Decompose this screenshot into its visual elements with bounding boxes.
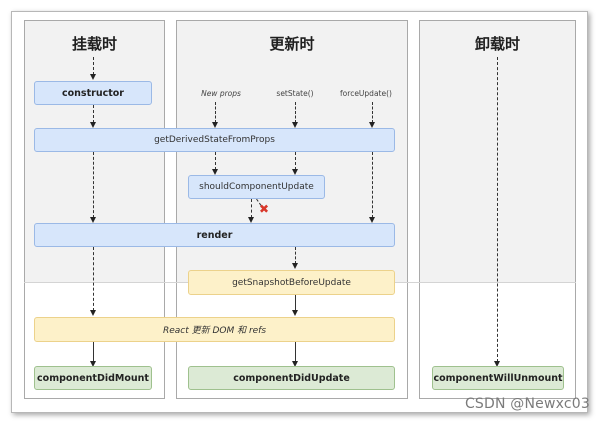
arrowhead <box>494 361 500 367</box>
arrowhead <box>292 122 298 128</box>
arrowhead <box>292 169 298 175</box>
edge-derived-render-mount <box>93 152 94 218</box>
edge-setstate-derived <box>295 102 296 123</box>
trigger-force-update: forceUpdate() <box>340 89 392 98</box>
arrowhead <box>369 122 375 128</box>
node-component-did-mount: componentDidMount <box>34 366 152 390</box>
edge-forceupdate-derived <box>372 102 373 123</box>
edge-derived-should-a <box>215 152 216 170</box>
edge-render-dom-mount <box>93 247 94 311</box>
arrowhead <box>369 217 375 223</box>
edge-should-render <box>251 199 252 218</box>
arrowhead <box>292 263 298 269</box>
arrowhead <box>90 217 96 223</box>
arrowhead <box>292 361 298 367</box>
node-component-will-unmount: componentWillUnmount <box>432 366 564 390</box>
node-component-did-update: componentDidUpdate <box>188 366 395 390</box>
trigger-new-props: New props <box>201 89 241 98</box>
edge-constructor-derived <box>93 105 94 123</box>
node-react-update-dom-refs: React 更新 DOM 和 refs <box>34 317 395 342</box>
edge-start-willunmount <box>497 57 498 362</box>
arrowhead <box>248 217 254 223</box>
node-constructor: constructor <box>34 81 152 105</box>
updating-title: 更新时 <box>269 35 315 53</box>
arrowhead <box>292 310 298 316</box>
arrowhead <box>212 122 218 128</box>
node-get-derived-state-from-props: getDerivedStateFromProps <box>34 128 395 152</box>
arrowhead <box>212 169 218 175</box>
trigger-set-state: setState() <box>276 89 314 98</box>
mounting-title: 挂载时 <box>71 35 117 53</box>
edge-derived-should-b <box>295 152 296 170</box>
edge-render-snapshot <box>295 247 296 264</box>
arrowhead <box>90 122 96 128</box>
edge-newprops-derived <box>215 102 216 123</box>
edge-derived-render-force <box>372 152 373 218</box>
arrowhead <box>90 310 96 316</box>
edge-dom-didupdate <box>295 342 296 362</box>
unmounting-title: 卸载时 <box>474 35 520 53</box>
node-render: render <box>34 223 395 247</box>
updating-column <box>176 20 408 399</box>
reject-x-icon: ✖ <box>259 202 270 216</box>
watermark: CSDN @Newxc03 <box>464 396 590 412</box>
edge-snapshot-dom <box>295 295 296 311</box>
arrowhead <box>90 361 96 367</box>
node-should-component-update: shouldComponentUpdate <box>188 175 325 199</box>
edge-start-constructor <box>93 57 94 75</box>
node-get-snapshot-before-update: getSnapshotBeforeUpdate <box>188 270 395 295</box>
edge-dom-didmount <box>93 342 94 362</box>
arrowhead <box>90 74 96 80</box>
